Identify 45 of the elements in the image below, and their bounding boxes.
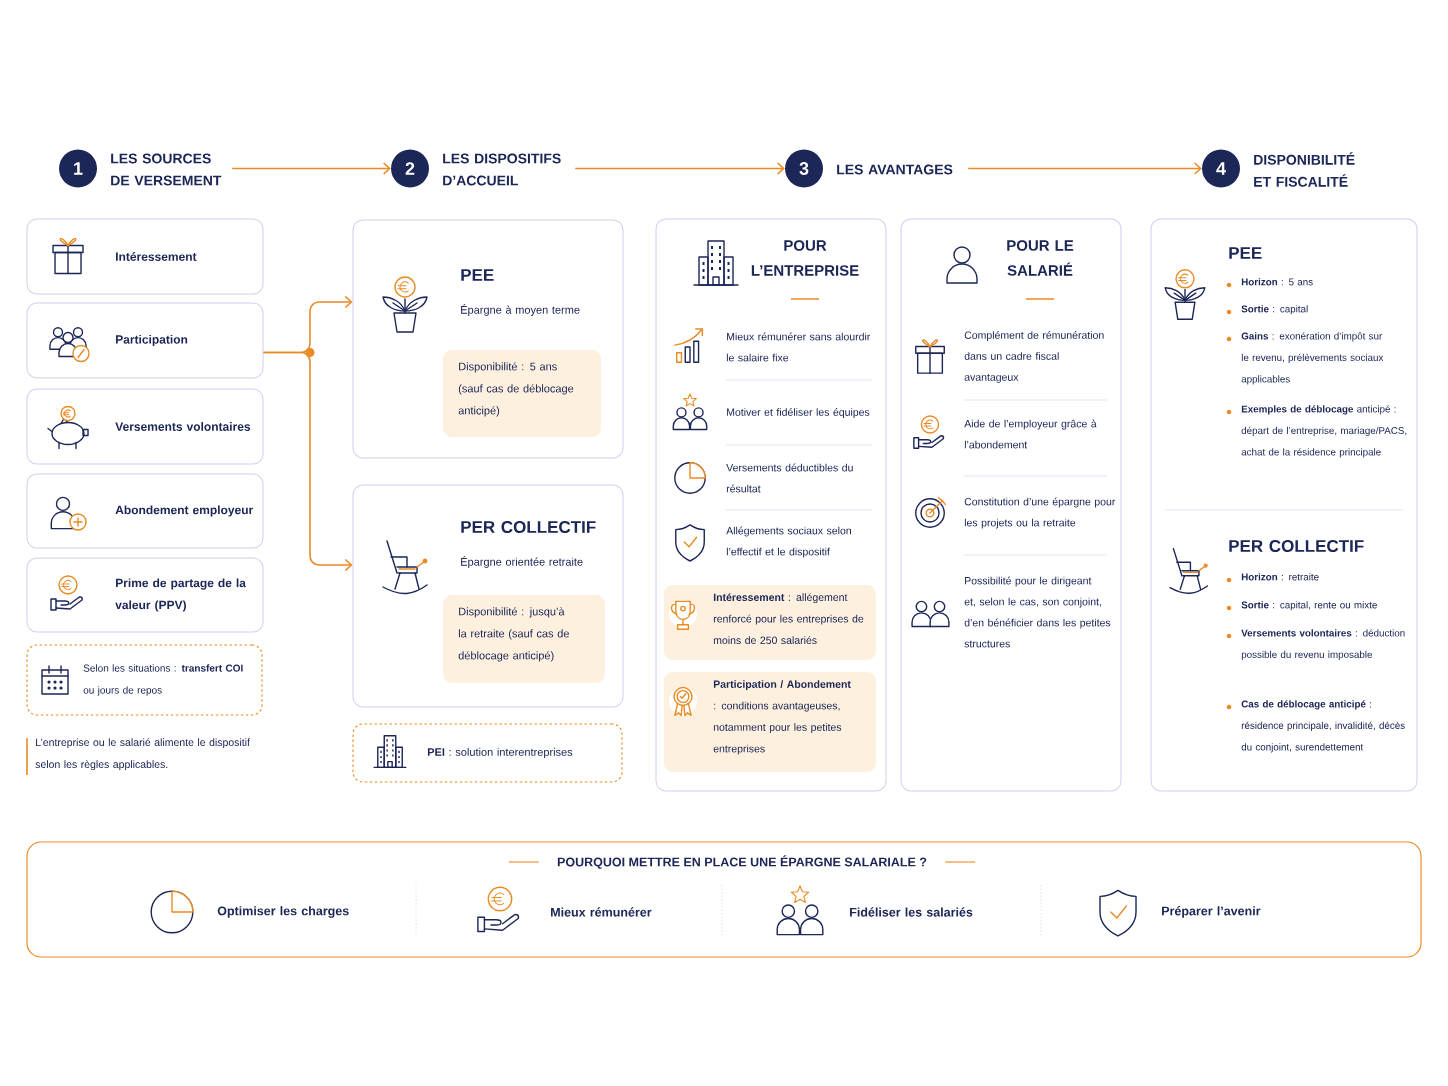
note-box: Selon les situations : transfert COI ou jours de repos <box>26 644 263 716</box>
step-heading: LES AVANTAGES <box>837 164 953 175</box>
bullet-item: Sortie : capital, rente ou mixte <box>1226 601 1377 611</box>
number-badge: 4 <box>1202 149 1240 188</box>
benefit-text: Allégements sociaux selon l’effectif et le dispositif <box>726 526 851 558</box>
number-badge: 3 <box>785 149 823 188</box>
note-box: PEI : solution interentreprises <box>352 723 623 783</box>
bullet-item: Versements volontaires : déduction possible du revenu imposable <box>1226 629 1405 660</box>
bullet-item: Cas de déblocage anticipé : résidence principale, invalidité, décès du conjoint, surendettement <box>1226 700 1405 753</box>
arrow <box>967 162 1202 175</box>
benefit-text: Possibilité pour le dirigeant et, selon le cas, son conjoint, d’en bénéficier dans les petites structures <box>964 576 1111 648</box>
reason-text: Mieux rémunérer <box>551 907 652 917</box>
bullet-item: Gains : exonération d’impôt sur le revenu, prélèvements sociaux applicables <box>1226 332 1384 385</box>
bullet-item: Exemples de déblocage anticipé : départ de l’entreprise, mariage/PACS, achat de la résidence principale <box>1226 405 1407 458</box>
benefit-text: Constitution d’une épargne pour les projets ou la retraite <box>964 497 1116 529</box>
benefit-text: Complément de rémunération dans un cadre fiscal avantageux <box>964 331 1104 383</box>
source-card: Abondement employeur <box>26 473 264 549</box>
step-heading: LES DISPOSITIFS D’ACCUEIL <box>443 153 561 186</box>
arrow <box>231 162 391 175</box>
highlight-box: Intéressement : allégement renforcé pour les entreprises de moins de 250 salariés <box>664 585 876 660</box>
availability-box: Disponibilité : 5 ans (sauf cas de déblocage anticipé) <box>443 350 601 437</box>
bullet-item: Horizon : 5 ans <box>1226 278 1313 288</box>
number-badge: 1 <box>59 149 97 188</box>
note-text: L’entreprise ou le salarié alimente le dispositif selon les règles applicables. <box>26 737 250 776</box>
arrow <box>574 162 785 175</box>
availability-box: Disponibilité : jusqu’à la retraite (sauf cas de déblocage anticipé) <box>443 595 605 683</box>
reason-text: Fidéliser les salariés <box>850 907 973 917</box>
section-title: PER COLLECTIF <box>1229 540 1364 552</box>
benefit-text: Aide de l’employeur grâce à l’abondement <box>964 419 1097 449</box>
arrow <box>262 351 353 572</box>
highlight-box: Participation / Abondement : conditions avantageuses, notamment pour les petites entreprises <box>664 672 876 772</box>
bullet-item: Horizon : retraite <box>1226 573 1319 583</box>
source-card: Participation <box>26 302 264 379</box>
source-card: Versements volontaires <box>26 388 264 465</box>
step-heading: DISPONIBILITÉ ET FISCALITÉ <box>1254 152 1355 187</box>
bullet-item: Sortie : capital <box>1226 305 1308 315</box>
reason-text: Préparer l’avenir <box>1162 906 1261 918</box>
reason-text: Optimiser les charges <box>217 906 349 918</box>
benefit-text: Versements déductibles du résultat <box>726 463 853 493</box>
source-card: Intéressement <box>26 218 264 295</box>
step-heading: LES SOURCES DE VERSEMENT <box>111 153 222 186</box>
benefit-text: Motiver et fidéliser les équipes <box>727 408 870 418</box>
benefit-text: Mieux rémunérer sans alourdir le salaire fixe <box>726 332 871 362</box>
number-badge: 2 <box>391 149 429 188</box>
source-card: Prime de partage de la valeur (PPV) <box>26 557 264 633</box>
